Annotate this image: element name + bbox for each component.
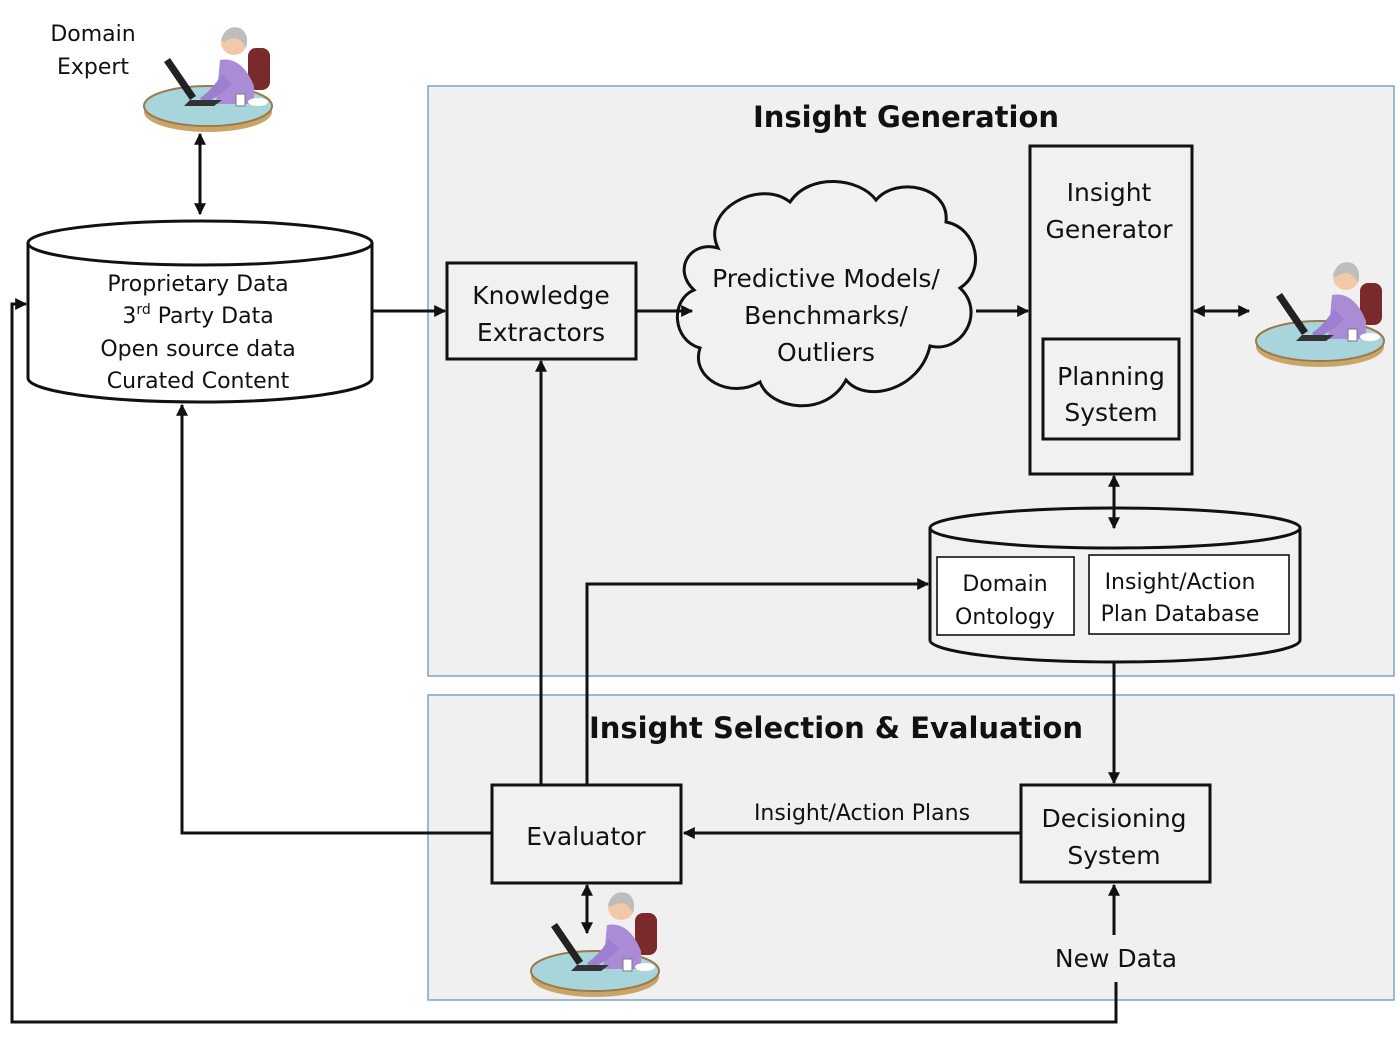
predictive-models-label: Predictive Models/ Benchmarks/ Outliers [712, 264, 940, 367]
svg-text:Insight/Action: Insight/Action [1105, 570, 1256, 595]
domain-expert-person-icon [143, 26, 273, 134]
decisioning-system-box [1019, 783, 1212, 884]
evaluator-database-arrow [585, 578, 930, 785]
svg-text:Open source data: Open source data [100, 337, 295, 362]
svg-text:Generator: Generator [1046, 215, 1174, 244]
domain-ontology-label: Domain Ontology [955, 572, 1055, 630]
predictive-models-cloud [676, 180, 977, 408]
data-store-label: Proprietary Data 3rd Party Data Open sou… [100, 272, 295, 394]
svg-text:Domain: Domain [50, 22, 135, 47]
knowledge-extractors-label: Knowledge Extractors [472, 281, 609, 347]
svg-text:Predictive Models/: Predictive Models/ [712, 264, 940, 293]
evaluator-label: Evaluator [526, 822, 646, 851]
svg-text:Plan Database: Plan Database [1101, 602, 1260, 627]
svg-text:Decisioning: Decisioning [1041, 804, 1186, 833]
plan-database-box [1088, 554, 1290, 635]
newdata-datastore-arrow [10, 298, 1118, 1024]
svg-text:Expert: Expert [57, 55, 129, 80]
svg-text:Benchmarks/: Benchmarks/ [744, 301, 908, 330]
svg-text:Ontology: Ontology [955, 605, 1055, 630]
insight-generation-title: Insight Generation [753, 100, 1059, 134]
insight-action-plans-label: Insight/Action Plans [754, 801, 970, 826]
evaluator-datastore-arrow [176, 403, 492, 835]
knowledge-extractors-box [445, 261, 638, 361]
svg-text:3rd Party Data: 3rd Party Data [122, 302, 273, 329]
svg-text:Extractors: Extractors [477, 318, 605, 347]
planning-system-box [1041, 337, 1181, 441]
evaluator-box [490, 783, 683, 885]
domain-expert-label: Domain Expert [50, 22, 135, 80]
data-store-cylinder [26, 219, 374, 404]
new-data-label: New Data [1055, 944, 1177, 973]
svg-text:System: System [1064, 398, 1157, 427]
svg-text:Insight: Insight [1067, 178, 1152, 207]
svg-text:Curated Content: Curated Content [107, 369, 290, 394]
insight-generator-label: Insight Generator [1046, 178, 1174, 244]
domain-ontology-box [936, 556, 1075, 636]
svg-text:System: System [1067, 841, 1160, 870]
plan-database-label: Insight/Action Plan Database [1101, 570, 1260, 627]
decisioning-system-label: Decisioning System [1041, 804, 1186, 870]
svg-text:Planning: Planning [1057, 362, 1165, 391]
svg-text:Domain: Domain [962, 572, 1047, 597]
insight-selection-title: Insight Selection & Evaluation [589, 711, 1083, 745]
svg-text:Proprietary Data: Proprietary Data [107, 272, 288, 297]
svg-text:Knowledge: Knowledge [472, 281, 609, 310]
svg-text:Outliers: Outliers [777, 338, 875, 367]
planning-system-label: Planning System [1057, 362, 1165, 427]
